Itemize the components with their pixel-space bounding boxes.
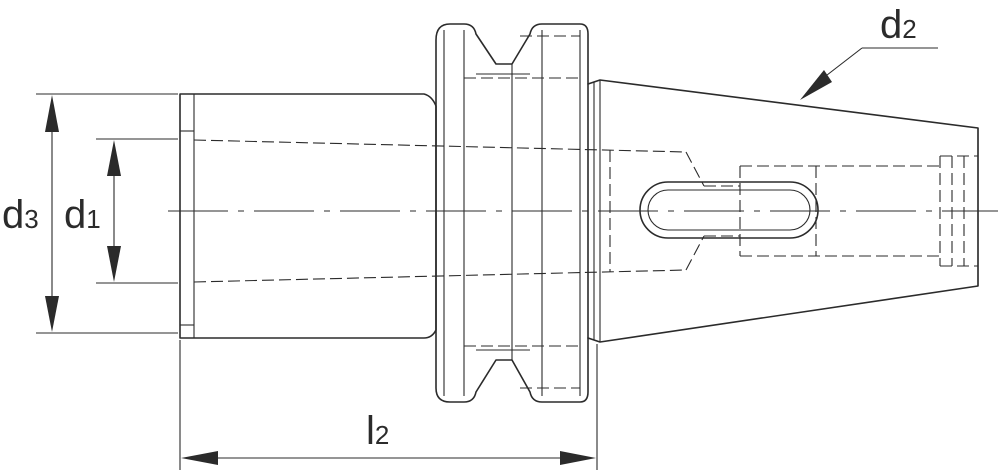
dimension-d1 xyxy=(96,138,178,284)
shank-outline xyxy=(179,93,437,339)
label-l2: l2 xyxy=(366,409,389,453)
drift-slot xyxy=(639,181,819,239)
taper-outline xyxy=(587,79,979,343)
label-d2: d2 xyxy=(880,3,917,47)
dimension-d3 xyxy=(36,93,178,334)
label-d1: d1 xyxy=(64,193,101,237)
label-d3: d3 xyxy=(2,193,39,237)
dimension-d2-leader xyxy=(800,47,938,100)
dimension-l2 xyxy=(179,340,598,470)
flange-outline xyxy=(435,23,589,403)
